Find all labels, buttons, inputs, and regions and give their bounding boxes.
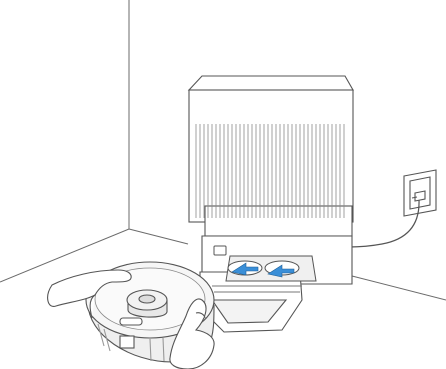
power-cable-icon xyxy=(348,199,420,248)
hands-icon xyxy=(47,269,215,369)
direction-arrow-icon xyxy=(231,262,295,278)
plug-icon xyxy=(411,190,426,202)
dock-ribs xyxy=(195,124,345,218)
wall-corner-icon xyxy=(0,0,446,301)
